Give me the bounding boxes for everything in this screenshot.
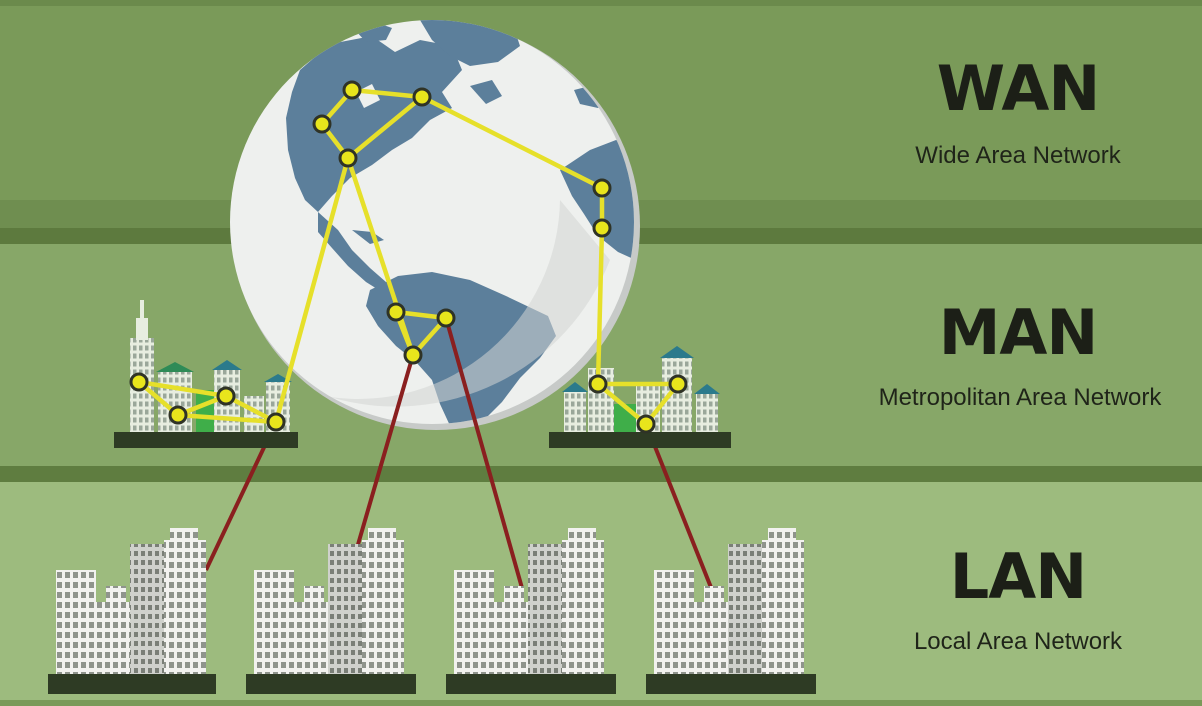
office-building-icon — [446, 528, 616, 694]
office-building-icon — [48, 528, 216, 694]
wan-title: WAN — [936, 52, 1100, 125]
lan-subtitle: Local Area Network — [913, 628, 1123, 655]
wan-subtitle: Wide Area Network — [915, 142, 1121, 169]
wan-band-stripe — [0, 0, 1202, 6]
man-lan-divider — [0, 466, 1202, 482]
network-nodes — [129, 80, 688, 434]
man-subtitle: Metropolitan Area Network — [878, 384, 1162, 411]
office-building-icon — [646, 528, 816, 694]
office-building-icon — [246, 528, 416, 694]
man-title: MAN — [938, 296, 1099, 369]
lan-title: LAN — [949, 540, 1087, 613]
bottom-edge — [0, 700, 1202, 706]
